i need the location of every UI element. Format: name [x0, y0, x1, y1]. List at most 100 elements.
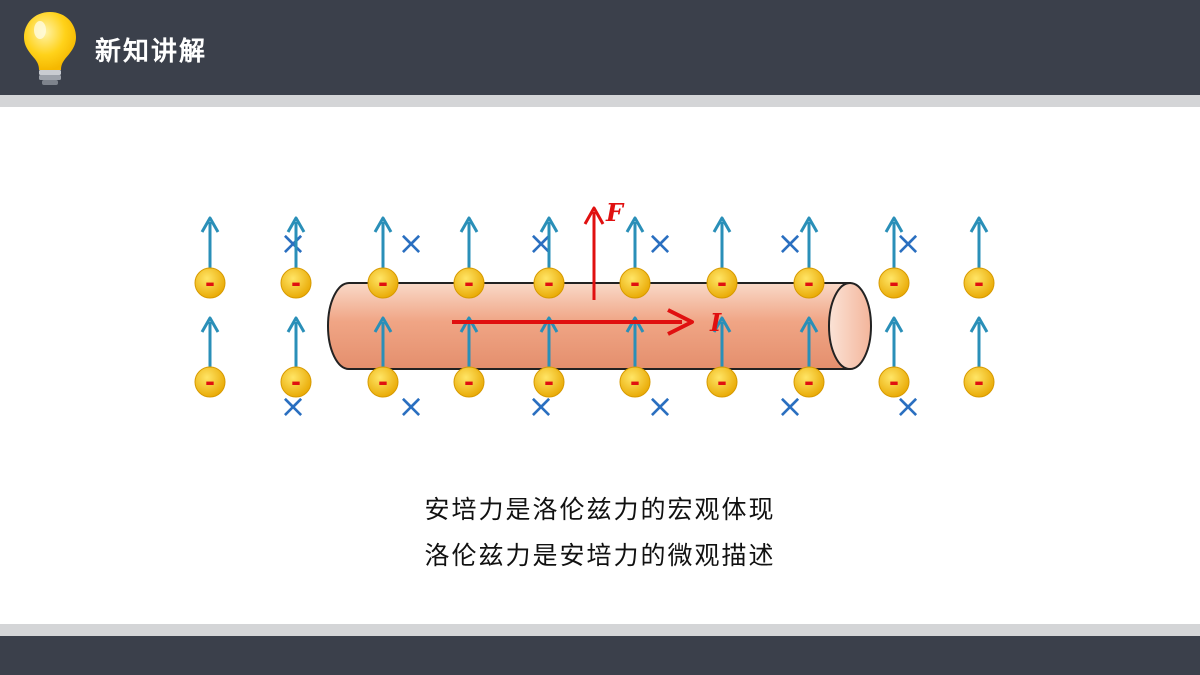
velocity-arrow: [625, 216, 645, 269]
lightbulb-icon: [24, 12, 76, 85]
electron: [619, 267, 651, 299]
charge-2-3: -: [367, 316, 399, 398]
force-label: F: [605, 198, 625, 227]
velocity-arrow: [286, 216, 306, 269]
velocity-arrow: [712, 316, 732, 368]
velocity-arrow: [539, 216, 559, 269]
electron: [793, 366, 825, 398]
charge-1-5: -: [533, 216, 565, 299]
electron: [453, 366, 485, 398]
field-cross-icon: ×: [280, 387, 307, 425]
velocity-arrow: [200, 316, 220, 368]
charge-2-7: -: [706, 316, 738, 398]
velocity-arrow: [459, 216, 479, 269]
charge-sign: -: [544, 368, 554, 396]
field-cross-icon: ×: [777, 387, 804, 425]
charge-1-6: -: [619, 216, 651, 299]
electron: [619, 366, 651, 398]
conductor-end: [828, 282, 872, 370]
velocity-arrow: [373, 216, 393, 269]
footer-divider: [0, 624, 1200, 636]
velocity-arrow: [799, 216, 819, 269]
velocity-arrow: [969, 216, 989, 269]
charge-2-10: -: [963, 316, 995, 398]
velocity-arrow: [969, 316, 989, 368]
footer-bar: [0, 636, 1200, 675]
charge-2-1: -: [194, 316, 226, 398]
charge-sign: -: [544, 269, 554, 297]
conductor: [327, 282, 872, 370]
charge-sign: -: [717, 269, 727, 297]
caption-line-1: 安培力是洛伦兹力的宏观体现: [424, 495, 776, 524]
velocity-arrow: [286, 316, 306, 368]
caption-line-2: 洛伦兹力是安培力的微观描述: [424, 541, 776, 570]
charge-sign: -: [378, 368, 388, 396]
charge-1-1: -: [194, 216, 226, 299]
force-arrow: [583, 206, 605, 300]
current-label: I: [709, 308, 722, 337]
velocity-arrow: [373, 316, 393, 368]
field-cross-icon: ×: [895, 387, 922, 425]
charge-sign: -: [378, 269, 388, 297]
conductor-body: [327, 282, 851, 370]
charge-sign: -: [205, 368, 215, 396]
charge-1-9: -: [878, 216, 910, 299]
electron: [706, 267, 738, 299]
electron: [453, 267, 485, 299]
velocity-arrow: [539, 316, 559, 368]
velocity-arrow: [625, 316, 645, 368]
charge-sign: -: [464, 368, 474, 396]
field-cross-icon: ×: [398, 387, 425, 425]
electron: [878, 366, 910, 398]
charge-1-10: -: [963, 216, 995, 299]
charge-2-2: -: [280, 316, 312, 398]
electron: [793, 267, 825, 299]
charge-1-2: -: [280, 216, 312, 299]
charge-sign: -: [717, 368, 727, 396]
velocity-arrow: [712, 216, 732, 269]
charge-1-4: -: [453, 216, 485, 299]
front-layer: --------------------××××××: [194, 216, 995, 425]
electron: [194, 366, 226, 398]
field-cross-icon: ×: [777, 224, 804, 262]
charge-sign: -: [804, 368, 814, 396]
field-cross-icon: ×: [895, 224, 922, 262]
charge-sign: -: [205, 269, 215, 297]
charge-sign: -: [291, 269, 301, 297]
charge-sign: -: [464, 269, 474, 297]
charge-1-3: -: [367, 216, 399, 299]
charge-2-6: -: [619, 316, 651, 398]
charge-2-4: -: [453, 316, 485, 398]
field-cross-icon: ×: [647, 224, 674, 262]
charge-sign: -: [889, 269, 899, 297]
charge-sign: -: [804, 269, 814, 297]
electron: [963, 267, 995, 299]
header-bar: [0, 0, 1200, 95]
current-arrow: [452, 308, 694, 336]
charge-sign: -: [974, 368, 984, 396]
field-cross-icon: ×: [398, 224, 425, 262]
charge-sign: -: [630, 269, 640, 297]
charge-sign: -: [889, 368, 899, 396]
charge-1-8: -: [793, 216, 825, 299]
electron: [280, 366, 312, 398]
electron: [878, 267, 910, 299]
velocity-arrow: [884, 316, 904, 368]
electron: [533, 267, 565, 299]
velocity-arrow: [884, 216, 904, 269]
electron: [194, 267, 226, 299]
charge-2-9: -: [878, 316, 910, 398]
velocity-arrow: [200, 216, 220, 269]
charge-sign: -: [630, 368, 640, 396]
electron: [280, 267, 312, 299]
charge-1-7: -: [706, 216, 738, 299]
charge-2-5: -: [533, 316, 565, 398]
field-cross-icon: ×: [647, 387, 674, 425]
electron: [963, 366, 995, 398]
electron: [367, 366, 399, 398]
electron: [706, 366, 738, 398]
header-divider: [0, 95, 1200, 107]
charge-sign: -: [291, 368, 301, 396]
